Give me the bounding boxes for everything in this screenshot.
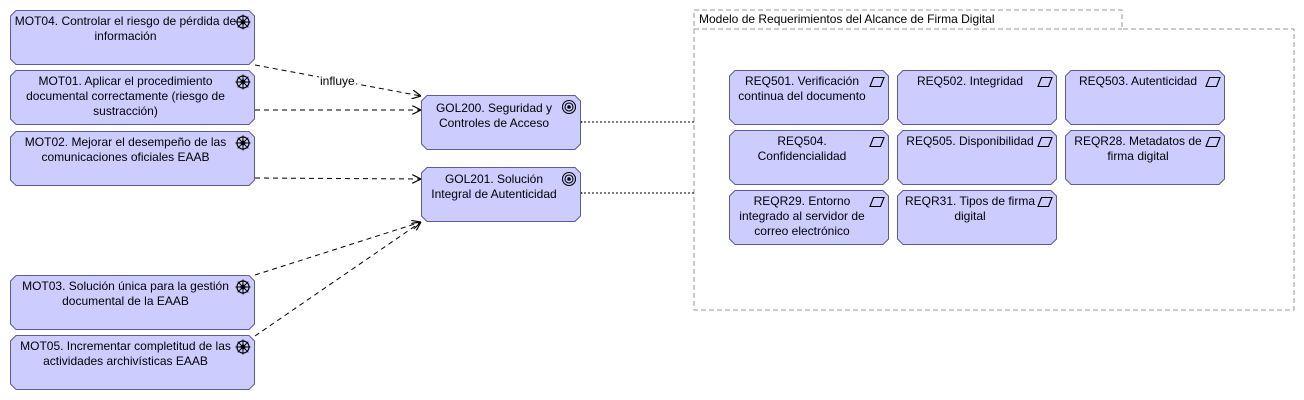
requirement-node-reqr29[interactable]: REQR29. Entorno integrado al servidor de… <box>729 190 889 245</box>
node-label: MOT02. Mejorar el desempeño de las comun… <box>24 135 227 164</box>
node-label: REQR31. Tipos de firma digital <box>904 194 1036 223</box>
requirement-icon <box>1037 74 1053 90</box>
driver-icon <box>235 135 251 151</box>
motivation-node-mot05[interactable]: MOT05. Incrementar completitud de las ac… <box>10 335 255 390</box>
motivation-node-mot03[interactable]: MOT03. Solución única para la gestión do… <box>10 275 255 330</box>
requirement-node-req504[interactable]: REQ504. Confidencialidad <box>729 130 889 185</box>
requirement-icon <box>1205 134 1221 150</box>
node-label: REQ502. Integridad <box>916 74 1024 88</box>
requirement-node-req505[interactable]: REQ505. Disponibilidad <box>897 130 1057 185</box>
node-label: REQ501. Verificación continua del docume… <box>738 74 866 103</box>
requirement-icon <box>869 194 885 210</box>
node-label: GOL201. Solución Integral de Autenticida… <box>431 172 557 201</box>
node-label: REQ505. Disponibilidad <box>906 134 1034 148</box>
group-title: Modelo de Requerimientos del Alcance de … <box>699 12 995 26</box>
requirement-icon <box>1205 74 1221 90</box>
influence-edge-mot05-gol201[interactable] <box>254 222 421 337</box>
node-label: GOL200. Seguridad y Controles de Acceso <box>435 101 553 130</box>
node-label: REQR29. Entorno integrado al servidor de… <box>739 194 865 238</box>
driver-icon <box>235 279 251 295</box>
requirement-node-req501[interactable]: REQ501. Verificación continua del docume… <box>729 70 889 125</box>
goal-node-gol201[interactable]: GOL201. Solución Integral de Autenticida… <box>421 167 581 222</box>
node-label: MOT05. Incrementar completitud de las ac… <box>20 339 231 368</box>
node-label: REQ504. Confidencialidad <box>757 134 847 163</box>
goal-icon <box>561 171 577 187</box>
motivation-node-mot04[interactable]: MOT04. Controlar el riesgo de pérdida de… <box>10 10 255 65</box>
requirement-node-req502[interactable]: REQ502. Integridad <box>897 70 1057 125</box>
driver-icon <box>235 74 251 90</box>
requirement-node-reqr28[interactable]: REQR28. Metadatos de firma digital <box>1065 130 1225 185</box>
node-label: MOT04. Controlar el riesgo de pérdida de… <box>14 14 237 43</box>
requirement-icon <box>869 74 885 90</box>
requirement-icon <box>1037 134 1053 150</box>
influence-edge-mot02-gol201[interactable] <box>254 178 421 179</box>
goal-icon <box>561 99 577 115</box>
node-label: REQ503. Autenticidad <box>1078 74 1198 88</box>
node-label: MOT03. Solución única para la gestión do… <box>22 279 229 308</box>
goal-node-gol200[interactable]: GOL200. Seguridad y Controles de Acceso <box>421 95 581 150</box>
node-label: REQR28. Metadatos de firma digital <box>1074 134 1202 163</box>
requirement-node-req503[interactable]: REQ503. Autenticidad <box>1065 70 1225 125</box>
driver-icon <box>235 339 251 355</box>
motivation-node-mot02[interactable]: MOT02. Mejorar el desempeño de las comun… <box>10 131 255 186</box>
requirement-icon <box>1037 194 1053 210</box>
requirement-node-reqr31[interactable]: REQR31. Tipos de firma digital <box>897 190 1057 245</box>
node-label: MOT01. Aplicar el procedimiento document… <box>26 74 225 118</box>
requirement-icon <box>869 134 885 150</box>
influence-edge-mot03-gol201[interactable] <box>254 222 421 276</box>
motivation-node-mot01[interactable]: MOT01. Aplicar el procedimiento document… <box>10 70 255 125</box>
influence-edge-label: influye <box>319 74 356 88</box>
driver-icon <box>235 14 251 30</box>
